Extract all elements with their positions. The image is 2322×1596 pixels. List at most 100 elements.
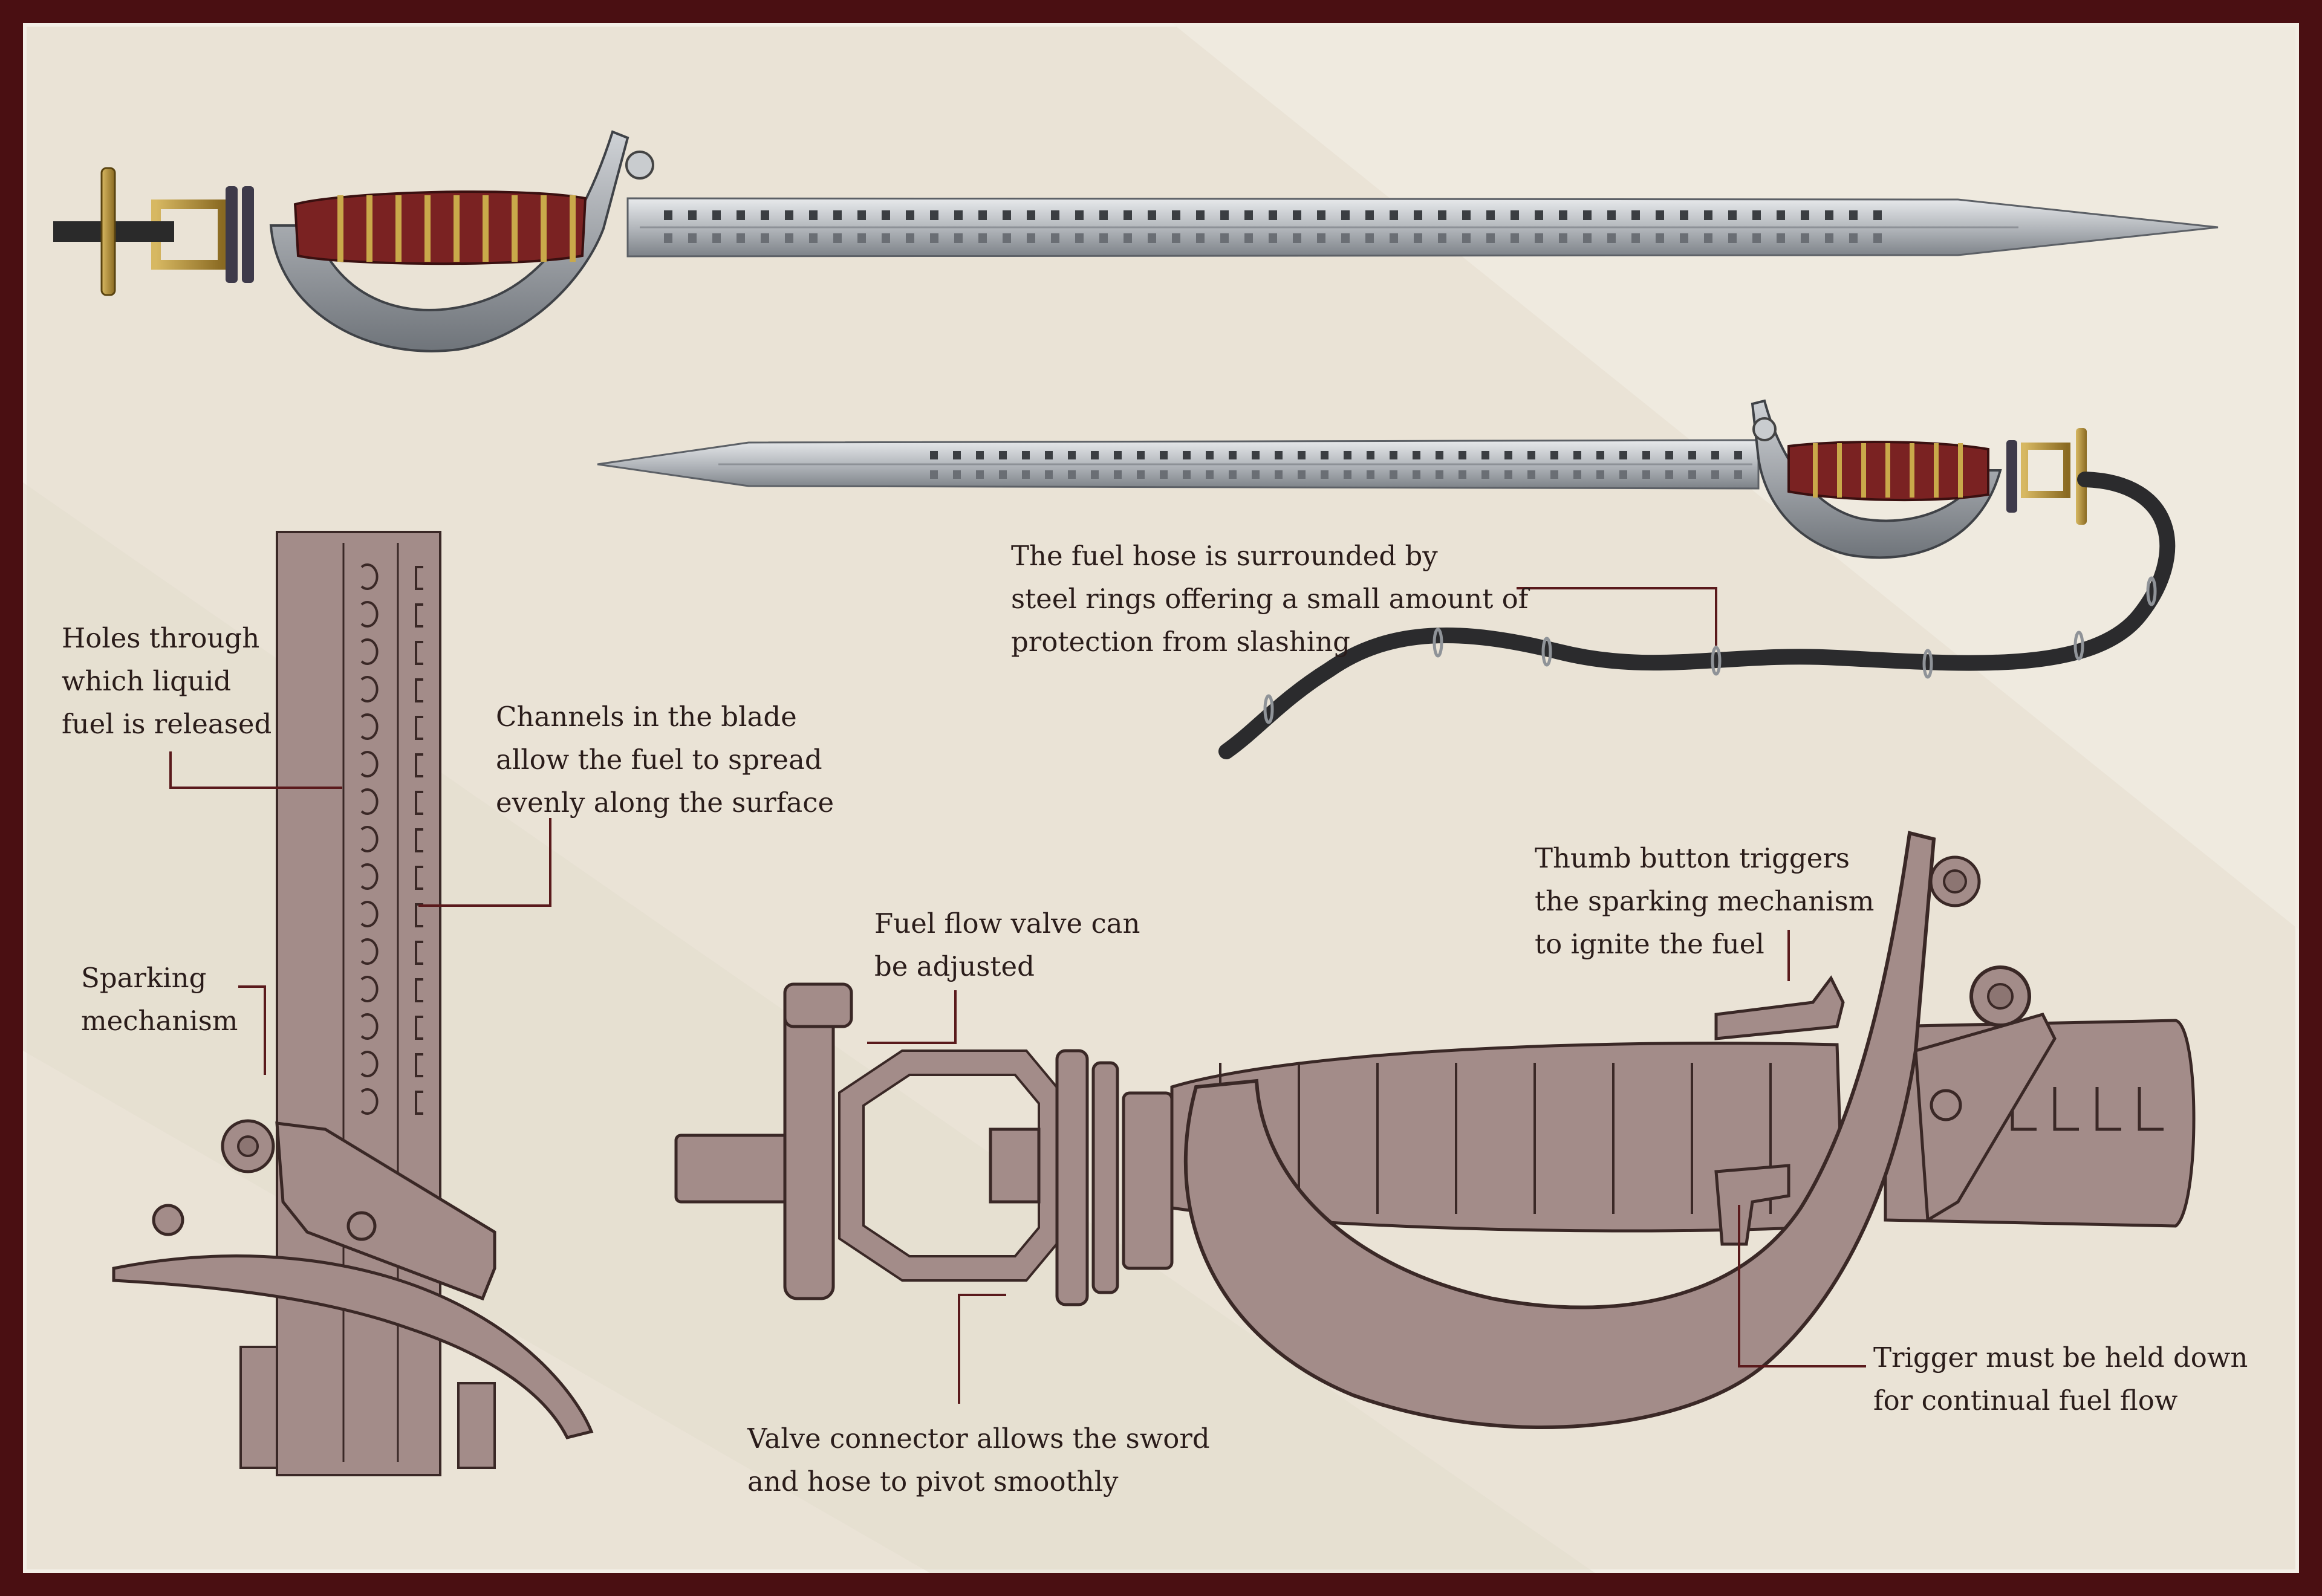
grip-band (1813, 443, 1818, 498)
fuel-hole (1631, 210, 1640, 220)
collar-ring (242, 186, 254, 283)
hand-guard (269, 130, 629, 352)
channel-slot (1680, 233, 1688, 243)
channel-slot (785, 233, 793, 243)
channel-slot (1481, 470, 1489, 479)
fuel-hole (1293, 210, 1301, 220)
fuel-hole (1269, 210, 1277, 220)
annotation-valve-connector: Valve connector allows the sword and hos… (747, 1422, 1210, 1497)
fuel-hole (1390, 451, 1397, 459)
channel-slot (737, 233, 745, 243)
concept-sheet: Holes through which liquid fuel is relea… (23, 23, 2299, 1573)
hose-ring (1433, 628, 1443, 658)
channel-slot (999, 470, 1007, 479)
channel-slot (953, 470, 961, 479)
channel-slot (1114, 470, 1122, 479)
channel-slot (1003, 233, 1011, 243)
channel-slot (1413, 470, 1420, 479)
fuel-hole (1022, 451, 1030, 459)
grip-wire-bands (337, 195, 576, 262)
channel-slot (415, 791, 423, 815)
channel-slot (1293, 233, 1301, 243)
fuel-hole (1777, 210, 1785, 220)
fuel-hole (1124, 210, 1132, 220)
fuel-hole (1704, 210, 1712, 220)
fuel-hole (1438, 210, 1446, 220)
channel-slot (664, 233, 672, 243)
channel-slot (1414, 233, 1422, 243)
channel-slot (1220, 233, 1229, 243)
hose-ring (2073, 631, 2084, 661)
fuel-hole (1137, 451, 1145, 459)
channel-slot (1631, 233, 1640, 243)
annotation-thumb-button: Thumb button triggers the sparking mecha… (1535, 842, 1875, 960)
channel-slot (415, 828, 423, 852)
hose-ring (1711, 646, 1722, 676)
leader-fuel-hose (1517, 587, 1717, 646)
channel-slot (2138, 1087, 2164, 1131)
fuel-hole (1728, 210, 1737, 220)
channel-slot (1027, 233, 1035, 243)
fuel-hole (1642, 451, 1650, 459)
fuel-hole (761, 210, 769, 220)
thumb-lever (1714, 975, 1845, 1040)
fuel-hole (953, 451, 961, 459)
channel-slot (1252, 470, 1260, 479)
annotation-trigger: Trigger must be held down for continual … (1873, 1341, 2248, 1416)
fuel-hole (785, 210, 793, 220)
hose-ring (2146, 576, 2157, 606)
fuel-hole (1656, 210, 1664, 220)
fuel-hole (360, 1088, 379, 1115)
fuel-hole (1583, 210, 1592, 220)
channel-slot (1091, 470, 1099, 479)
fuel-hole (1341, 210, 1350, 220)
fuel-hole (360, 863, 379, 890)
channel-slot (1596, 470, 1604, 479)
fuel-hole (1504, 451, 1512, 459)
fuel-hole (1414, 210, 1422, 220)
channel-slot (1244, 233, 1253, 243)
leader-sparking (238, 985, 266, 1075)
grip-band (541, 195, 547, 262)
fuel-hole (360, 788, 379, 815)
fuel-hole (1229, 451, 1237, 459)
fuel-hole (1665, 451, 1673, 459)
fuel-hole (360, 713, 379, 740)
channel-slot (930, 470, 938, 479)
valve-cage (2021, 443, 2070, 498)
fuel-release-holes (360, 563, 379, 1115)
fuel-hole (1559, 210, 1567, 220)
grip-band (1885, 443, 1890, 498)
channel-slot (1583, 233, 1592, 243)
fuel-hole (833, 210, 842, 220)
fuel-hole (1390, 210, 1398, 220)
grip-band (454, 195, 460, 262)
channel-slot (1504, 470, 1512, 479)
fuel-hole (1849, 210, 1858, 220)
fuel-hole (999, 451, 1007, 459)
channel-slot (1711, 470, 1719, 479)
blade-detail-sketch (112, 531, 594, 1476)
channel-slot (1550, 470, 1558, 479)
channel-slot (930, 233, 938, 243)
fuel-hole (360, 563, 379, 590)
fuel-hole (360, 938, 379, 965)
leader-lines (169, 587, 1866, 1404)
fuel-hole (1252, 451, 1260, 459)
fuel-hole (1091, 451, 1099, 459)
channel-slot (1137, 470, 1145, 479)
fuel-hole (857, 210, 866, 220)
annotation-blade-channels: Channels in the blade allow the fuel to … (496, 701, 834, 819)
guard-curve (112, 1254, 594, 1439)
channel-slot (1365, 233, 1374, 243)
leader-fuel-valve (867, 990, 957, 1044)
fuel-hole (360, 751, 379, 777)
channel-slot (1367, 470, 1374, 479)
channel-slot (1436, 470, 1443, 479)
channel-slot (415, 866, 423, 890)
fuel-hole (1535, 210, 1543, 220)
channel-slot (415, 753, 423, 777)
channel-slot (1298, 470, 1306, 479)
leader-valve-connector (958, 1294, 1006, 1404)
